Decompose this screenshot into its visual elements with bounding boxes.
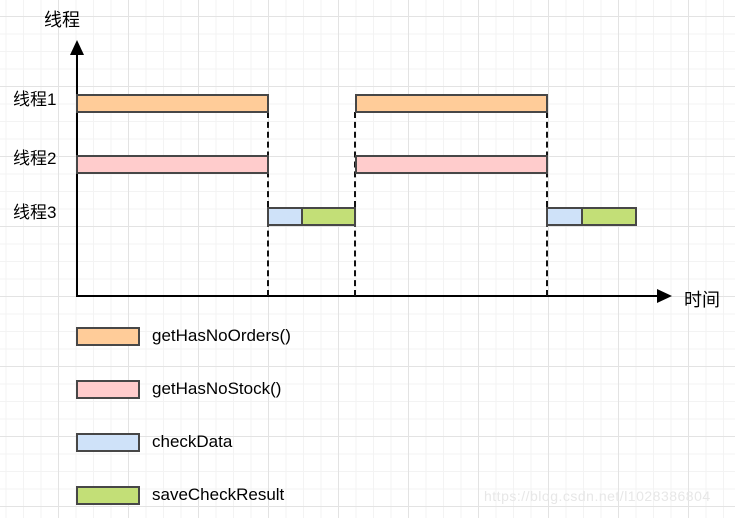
legend-swatch-checkData — [76, 433, 140, 452]
bar-thread3-saveCheckResult-1 — [301, 207, 356, 226]
watermark-text: https://blog.csdn.net/l1028386804 — [484, 488, 711, 504]
bar-thread1-getHasNoOrders-2 — [355, 94, 548, 113]
bar-thread3-checkData-2 — [546, 207, 583, 226]
bar-thread3-checkData-1 — [267, 207, 303, 226]
thread3-label: 线程3 — [13, 203, 57, 222]
legend-label-checkData: checkData — [152, 432, 233, 451]
y-axis-title: 线程 — [44, 10, 80, 30]
thread1-label: 线程1 — [13, 90, 57, 109]
legend-label-getHasNoOrders: getHasNoOrders() — [152, 326, 291, 345]
legend-swatch-getHasNoOrders — [76, 327, 140, 346]
bar-thread1-getHasNoOrders-1 — [76, 94, 269, 113]
legend-label-saveCheckResult: saveCheckResult — [152, 485, 285, 504]
sync-dashed-line-2 — [354, 112, 356, 296]
sync-dashed-line-3 — [546, 112, 548, 296]
sync-dashed-line-1 — [267, 112, 269, 296]
legend-label-getHasNoStock: getHasNoStock() — [152, 379, 282, 398]
bar-thread2-getHasNoStock-1 — [76, 155, 269, 174]
bar-thread3-saveCheckResult-2 — [581, 207, 637, 226]
x-axis-arrow-icon — [657, 289, 672, 303]
thread2-label: 线程2 — [13, 149, 57, 168]
bar-thread2-getHasNoStock-2 — [355, 155, 548, 174]
legend-swatch-getHasNoStock — [76, 380, 140, 399]
y-axis-arrow-icon — [70, 40, 84, 55]
legend-swatch-saveCheckResult — [76, 486, 140, 505]
x-axis-title: 时间 — [684, 290, 720, 310]
x-axis-line — [76, 295, 660, 297]
